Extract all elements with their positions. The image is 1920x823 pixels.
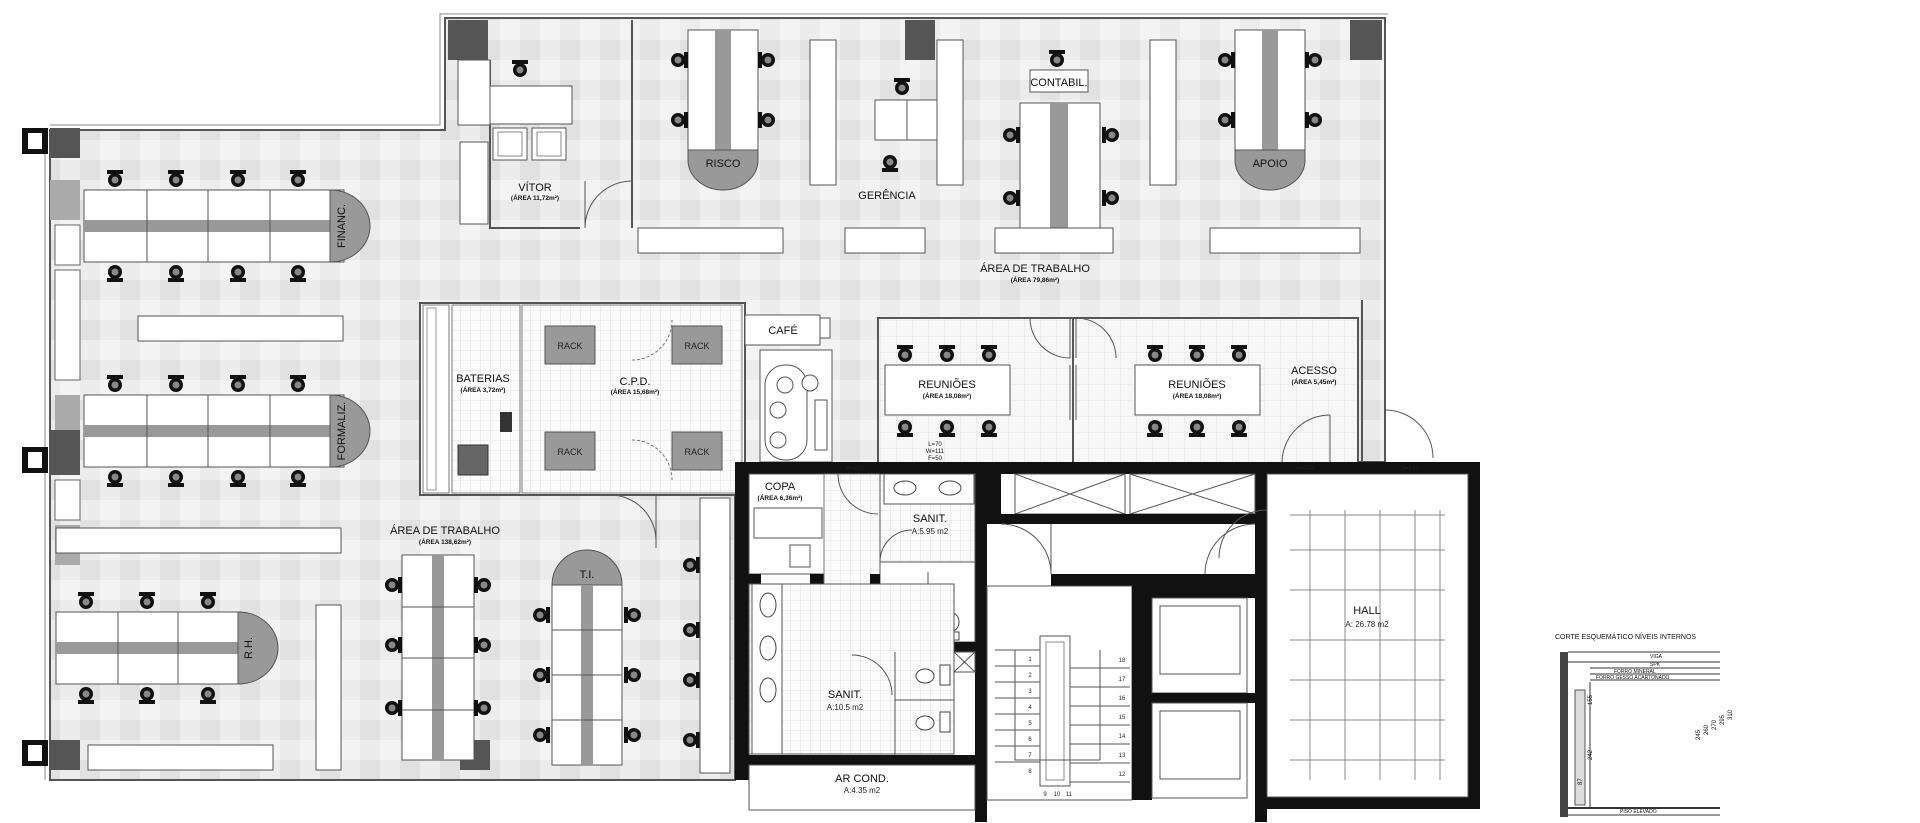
label-area-trabalho-top-area: (ÁREA 79,86m²) xyxy=(1011,275,1060,284)
section-dimension: 245 xyxy=(1696,729,1702,740)
label-rack-3: RACK xyxy=(557,447,582,457)
cabinets-top: ÁREA DE TRABALHO (ÁREA 79,86m²) xyxy=(637,227,1361,284)
label-contabil: CONTABIL. xyxy=(1030,77,1087,89)
label-sanit-2: SANIT. xyxy=(828,689,862,701)
stair-number: 15 xyxy=(1119,715,1126,721)
label-copa: COPA xyxy=(765,481,796,493)
room-contabil: CONTABIL. xyxy=(994,50,1119,254)
stair-number: 10 xyxy=(1054,792,1061,798)
stair-number: 8 xyxy=(1028,769,1032,775)
stair-number: 1 xyxy=(1028,657,1032,663)
label-rack-2: RACK xyxy=(684,341,709,351)
label-dim-l: L=70 xyxy=(928,442,942,448)
stair-number: 3 xyxy=(1028,689,1032,695)
label-rack-4: RACK xyxy=(684,447,709,457)
label-cpd: C.P.D. xyxy=(620,376,651,388)
desk-formaliz: FORMALIZ. ÁREA DE TRABALHO (ÁREA 138,62m… xyxy=(55,375,500,554)
label-sanit-1: SANIT. xyxy=(913,513,947,525)
label-area-trabalho-left-area: (ÁREA 138,62m²) xyxy=(419,537,471,546)
desk-rh: R.H. xyxy=(55,592,342,771)
label-baterias-area: (ÁREA 3,72m²) xyxy=(461,385,506,394)
room-vitor: VÍTOR (ÁREA 11,72m²) xyxy=(457,20,633,229)
label-acesso: ACESSO xyxy=(1291,365,1337,377)
label-reunioes-1: REUNIÕES xyxy=(918,378,975,391)
stair-number: 17 xyxy=(1119,677,1126,683)
label-dim-h: F=50 xyxy=(928,456,943,462)
section-spk: SPK xyxy=(1650,662,1661,668)
section-dimension: 260 xyxy=(1704,724,1710,735)
section-forro-gesso: FORRO GESSO ACARTONADO xyxy=(1596,675,1670,681)
section-dimension: 155 xyxy=(1588,694,1594,705)
section-viga: VIGA xyxy=(1650,654,1663,660)
label-hall: HALL xyxy=(1353,605,1381,617)
stair-number: 2 xyxy=(1028,673,1032,679)
label-sanit-2-area: A:10.5 m2 xyxy=(827,703,864,712)
stair-number: 5 xyxy=(1028,721,1032,727)
label-gerencia: GERÊNCIA xyxy=(858,189,916,202)
label-area-trabalho-top: ÁREA DE TRABALHO xyxy=(980,262,1090,275)
section-dimension: 87 xyxy=(1578,778,1584,785)
label-rack-1: RACK xyxy=(557,341,582,351)
label-vitor: VÍTOR xyxy=(518,181,551,194)
stair-number: 16 xyxy=(1119,696,1126,702)
stair-number: 4 xyxy=(1028,705,1032,711)
label-vitor-area: (ÁREA 11,72m²) xyxy=(511,193,559,202)
section-dimension: 242 xyxy=(1588,749,1594,760)
label-h240-2: H=240 xyxy=(1401,466,1420,472)
label-financ: FINANC. xyxy=(336,204,348,248)
room-hall: HALL A: 26.78 m2 H=240 H=240 xyxy=(1218,466,1469,798)
desk-financ: FINANC. xyxy=(83,170,371,342)
label-reunioes-2: REUNIÕES xyxy=(1168,378,1225,391)
section-title: CORTE ESQUEMÁTICO NÍVEIS INTERNOS xyxy=(1555,632,1696,641)
label-rh: R.H. xyxy=(243,637,255,659)
room-cafe: CAFÉ xyxy=(744,314,833,463)
label-ar-cond-area: A:4.35 m2 xyxy=(844,786,881,795)
desk-ti: T.I. xyxy=(533,497,731,774)
label-baterias: BATERIAS xyxy=(456,373,510,385)
room-risco: RISCO xyxy=(671,29,775,191)
room-apoio: APOIO xyxy=(1149,29,1322,191)
label-h240-1: H=240 xyxy=(1296,466,1315,472)
label-copa-area: (ÁREA 6,36m²) xyxy=(758,493,803,502)
label-cpd-area: (ÁREA 15,68m²) xyxy=(611,387,660,396)
section-piso: PISO ELEVADO xyxy=(1620,809,1657,815)
label-ar-cond: AR COND. xyxy=(835,773,889,785)
label-formaliz: FORMALIZ. xyxy=(336,402,348,461)
section-dimension: 270 xyxy=(1712,719,1718,730)
label-risco: RISCO xyxy=(706,158,741,170)
stair-number: 9 xyxy=(1043,792,1047,798)
label-apoio: APOIO xyxy=(1253,158,1288,170)
stair-number: 18 xyxy=(1119,658,1126,664)
label-ti: T.I. xyxy=(580,569,595,581)
room-reunioes: REUNIÕES (ÁREA 18,08m²) REUNIÕES (ÁREA 1… xyxy=(877,317,1359,464)
elevators xyxy=(1142,586,1255,800)
label-hall-area: A: 26.78 m2 xyxy=(1345,620,1389,629)
stair-number: 12 xyxy=(1119,772,1126,778)
section-dimension: 310 xyxy=(1728,709,1734,720)
label-acesso-area: (ÁREA 5,45m²) xyxy=(1292,377,1337,386)
stair-number: 13 xyxy=(1119,753,1126,759)
stair-number: 14 xyxy=(1119,734,1126,740)
desk-central xyxy=(385,554,491,761)
label-reunioes-1-area: (ÁREA 18,08m²) xyxy=(923,391,972,400)
room-acesso: ACESSO (ÁREA 5,45m²) xyxy=(1281,300,1434,464)
room-cpd: BATERIAS (ÁREA 3,72m²) RACK RACK RACK RA… xyxy=(419,302,746,548)
stair-number: 6 xyxy=(1028,737,1032,743)
stair-arrow xyxy=(1014,650,1101,761)
section-dimension: 295 xyxy=(1720,714,1726,725)
label-reunioes-2-area: (ÁREA 18,08m²) xyxy=(1173,391,1222,400)
stair-number: 7 xyxy=(1028,753,1032,759)
label-sanit-1-area: A:5.95 m2 xyxy=(912,527,949,536)
label-dim-w: W=111 xyxy=(926,449,945,455)
stair-number: 11 xyxy=(1066,792,1073,798)
section-detail: CORTE ESQUEMÁTICO NÍVEIS INTERNOS VIGA S… xyxy=(1555,632,1734,817)
building-core: COPA (ÁREA 6,36m²) H=220 SANIT. A:5.95 m… xyxy=(735,462,1480,822)
label-h220: H=220 xyxy=(846,466,865,472)
label-cafe: CAFÉ xyxy=(768,324,797,337)
section-forro-mineral: FORRO MINERAL xyxy=(1614,669,1656,675)
label-area-trabalho-left: ÁREA DE TRABALHO xyxy=(390,524,500,537)
room-gerencia: GERÊNCIA xyxy=(809,39,964,202)
